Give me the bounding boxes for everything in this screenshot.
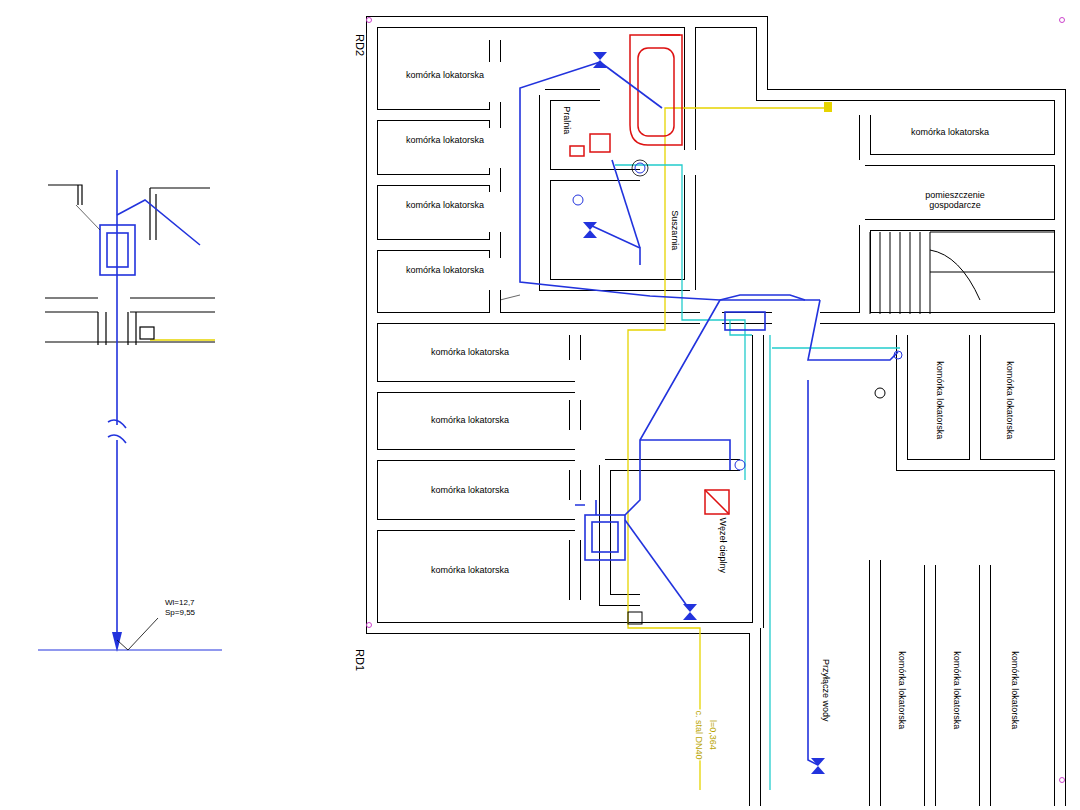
room-name: komórka lokatorska [911,127,989,137]
room-name: komórka lokatorska [952,651,962,729]
room-label-box: komórka lokatorska [404,264,486,276]
room-label-box: komórka lokatorska [429,564,511,576]
room-name: pomieszczenie gospodarcze [908,190,1003,211]
room-name: komórka lokatorska [897,651,907,729]
room-label-box: komórka lokatorska [896,649,908,731]
room-name: komórka lokatorska [431,347,509,357]
plan-label: l=0,364 [707,719,717,751]
room-label-box: Przyłącze wody [820,657,832,724]
room-name: komórka lokatorska [406,200,484,210]
room-label-box: komórka lokatorska [404,199,486,211]
room-name: Przyłącze wody [821,659,831,722]
room-name: komórka lokatorska [431,485,509,495]
room-label-box: komórka lokatorska [951,649,963,731]
room-label-box: komórka lokatorska [429,484,511,496]
room-name: Pralnia [562,106,572,134]
room-label-box: komórka lokatorska [429,346,511,358]
room-label-box: komórka lokatorska [1004,359,1016,441]
room-name: komórka lokatorska [406,70,484,80]
room-label-box: komórka lokatorska [909,126,991,138]
room-name: Suszarnia [670,210,680,250]
room-label-box: komórka lokatorska [404,134,486,146]
room-label-box: komórka lokatorska [934,359,946,441]
plan-label: RD1 [354,648,366,672]
room-name: komórka lokatorska [935,361,945,439]
room-name: komórka lokatorska [1010,651,1020,729]
room-name: Węzeł cieplny [718,517,728,573]
room-label-box: Węzeł cieplny [717,515,729,575]
room-name: komórka lokatorska [431,565,509,575]
room-label-box: Suszarnia [669,208,681,252]
plan-label: Wl=12,7 [164,599,196,608]
room-label-box: pomieszczenie gospodarcze [906,189,1005,212]
room-label-box: komórka lokatorska [1009,649,1021,731]
room-label-box: Pralnia [561,104,573,136]
room-name: komórka lokatorska [406,135,484,145]
room-name: komórka lokatorska [406,265,484,275]
room-label-box: komórka lokatorska [429,414,511,426]
plan-label: Sp=9,55 [164,609,196,618]
room-label-box: komórka lokatorska [404,69,486,81]
plan-label: c. stal DN40 [693,709,703,760]
room-name: komórka lokatorska [1005,361,1015,439]
room-name: komórka lokatorska [431,415,509,425]
plan-label: RD2 [354,33,366,57]
